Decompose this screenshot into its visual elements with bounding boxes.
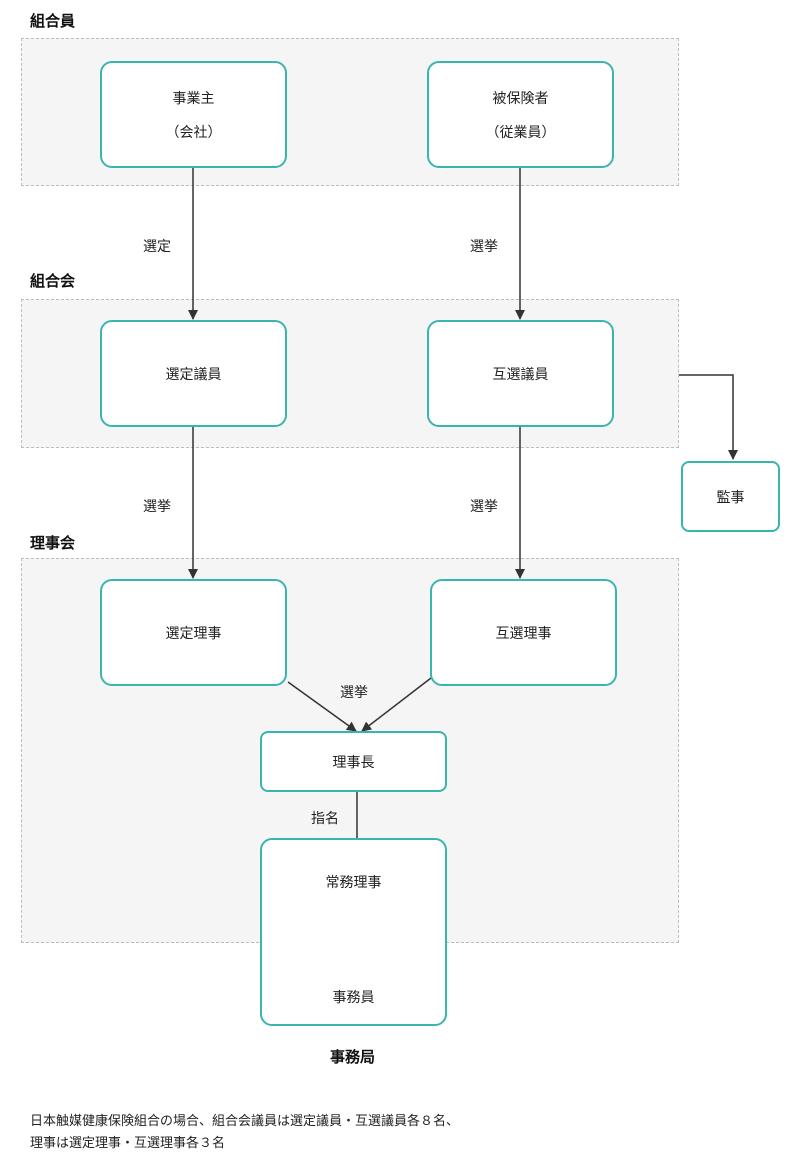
footnote-line2: 理事は選定理事・互選理事各３名 (30, 1136, 226, 1151)
node-appointed-director: 選定理事 (100, 579, 287, 686)
footnote: 日本触媒健康保険組合の場合、組合会議員は選定議員・互選議員各８名、 理事は選定理… (30, 1111, 459, 1155)
node-employer-line2: （会社） (165, 124, 222, 141)
edge-elected-director-to-chairman (361, 677, 432, 732)
edge-label-appointed-member: 選挙 (143, 499, 171, 515)
node-insured-line2: （従業員） (485, 124, 556, 141)
node-elected-member: 互選議員 (427, 320, 614, 427)
section-title-assembly: 組合会 (30, 272, 76, 290)
edge-label-insured: 選挙 (470, 239, 498, 255)
node-employer-line1: 事業主 (172, 90, 215, 107)
edge-label-directors: 選挙 (340, 685, 368, 701)
section-title-board: 理事会 (30, 534, 76, 552)
edge-appointed-director-to-chairman (287, 681, 357, 732)
section-title-members: 組合員 (30, 12, 76, 30)
node-managing-director: 常務理事 (325, 875, 382, 891)
edge-label-employer: 選定 (143, 239, 171, 255)
node-elected-director: 互選理事 (430, 579, 617, 686)
node-insured: 被保険者 （従業員） (427, 61, 614, 168)
node-employer: 事業主 （会社） (100, 61, 287, 168)
node-staff: 事務員 (332, 990, 375, 1006)
edge-label-chairman: 指名 (311, 811, 339, 827)
node-insured-line1: 被保険者 (492, 90, 549, 107)
node-auditor: 監事 (681, 461, 780, 532)
edge-label-elected-member: 選挙 (470, 499, 498, 515)
section-title-office: 事務局 (330, 1048, 376, 1066)
edge-assembly-to-auditor (679, 374, 738, 460)
footnote-line1: 日本触媒健康保険組合の場合、組合会議員は選定議員・互選議員各８名、 (30, 1114, 460, 1129)
node-chairman: 理事長 (260, 731, 447, 792)
node-office-box: 常務理事 事務員 (260, 838, 447, 1026)
node-appointed-member: 選定議員 (100, 320, 287, 427)
